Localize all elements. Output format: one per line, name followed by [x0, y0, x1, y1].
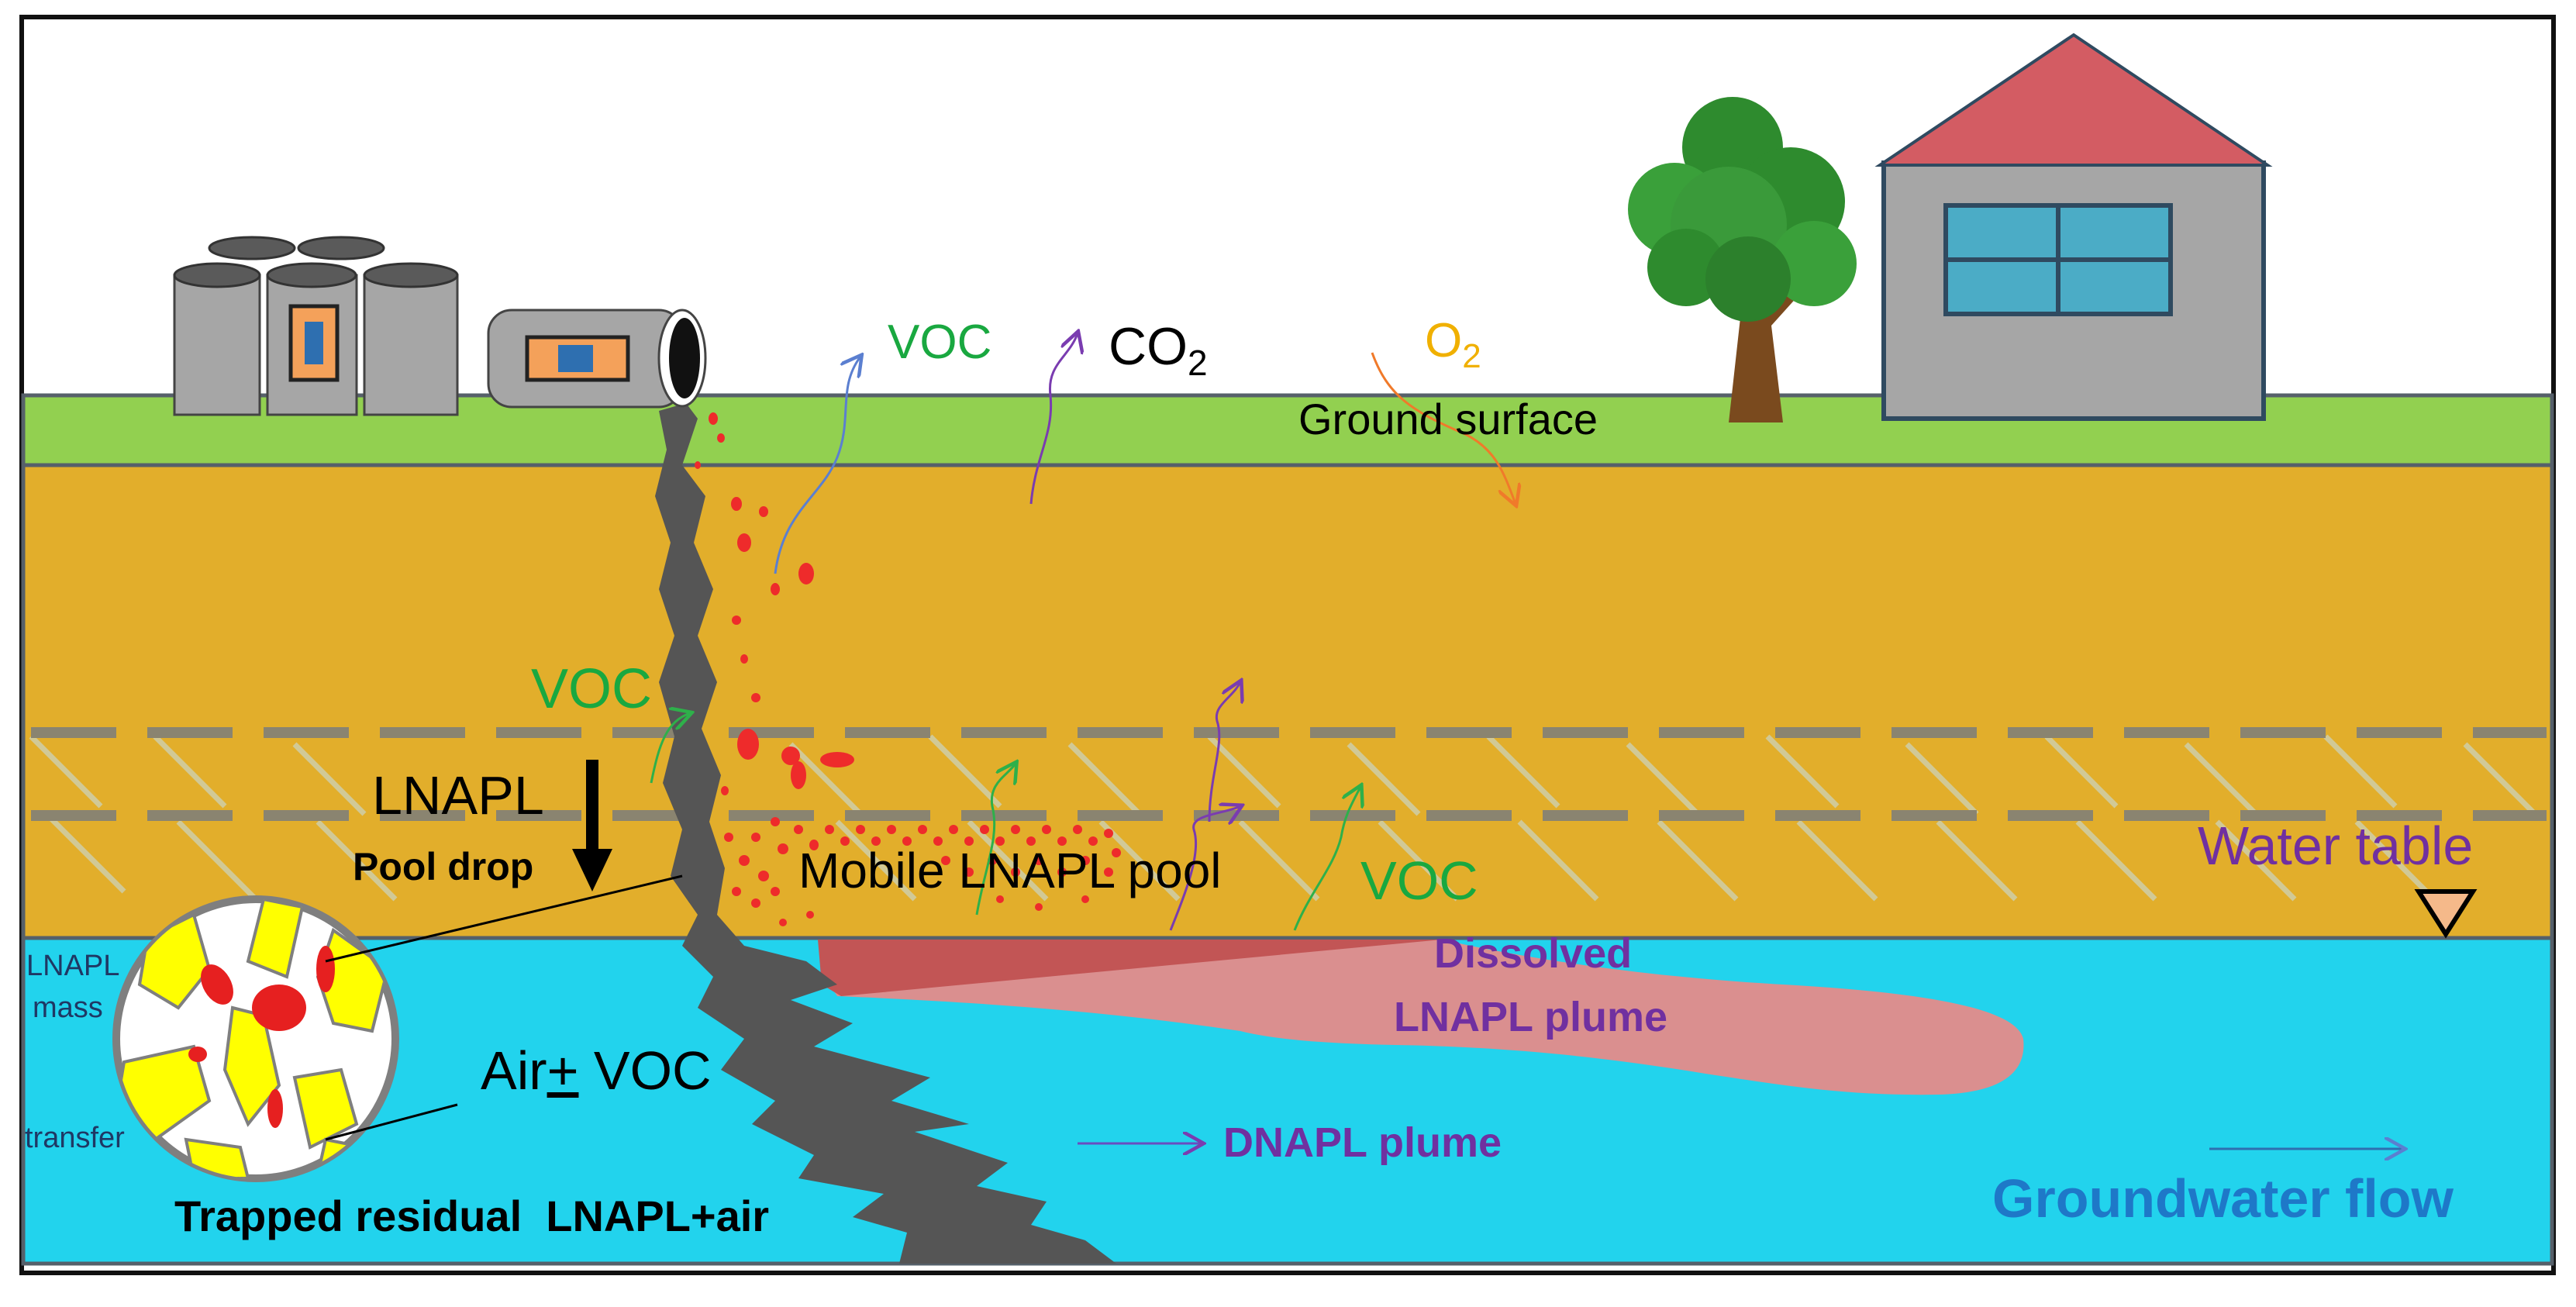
co2-label-sub: 2 — [1188, 343, 1208, 383]
water-table-symbol — [2414, 889, 2478, 939]
voc-label-mid: VOC — [531, 658, 652, 720]
lnapl-droplets — [695, 412, 1121, 926]
voc-arrow-top — [774, 357, 860, 574]
dissolved-label-line2: LNAPL plume — [1394, 994, 1667, 1040]
o2-label: O2 — [1425, 314, 1481, 375]
co2-label: CO2 — [1109, 317, 1208, 383]
trapped-residual-label: Trapped residual LNAPL+air — [174, 1191, 769, 1240]
groundwater-flow-label: Groundwater flow — [1992, 1168, 2454, 1229]
tipped-barrel — [487, 309, 707, 409]
o2-label-sub: 2 — [1462, 337, 1481, 375]
water-table-label: Water table — [2198, 816, 2473, 876]
inset-leader-bottom — [325, 1103, 458, 1141]
voc-arrow-pool-1 — [975, 764, 1016, 916]
house — [1874, 33, 2273, 421]
dnapl-plume-label: DNAPL plume — [1223, 1119, 1502, 1166]
ground-surface-label: Ground surface — [1298, 395, 1598, 443]
o2-arrow — [1371, 352, 1516, 504]
co2-arrow — [1029, 333, 1078, 505]
lnapl-mass-label-line1: LNAPL — [26, 950, 119, 982]
voc-arrow-pool-3 — [1208, 682, 1240, 822]
lnapl-release-column — [655, 403, 1116, 1264]
voc-label-right: VOC — [1360, 850, 1478, 911]
air-voc-plusminus: + — [547, 1040, 579, 1101]
dissolved-lnapl-plume — [822, 940, 2024, 1095]
dissolved-label-line1: Dissolved — [1434, 930, 1632, 977]
inset-leader-top — [325, 874, 683, 963]
voc-label-top: VOC — [888, 316, 991, 369]
capillary-fringe-hatch — [29, 734, 2537, 902]
transfer-label: transfer — [25, 1122, 125, 1154]
air-voc-label: Air+ VOC — [481, 1040, 712, 1101]
lnapl-label: LNAPL — [372, 765, 544, 826]
mobile-lnapl-wedge — [818, 940, 1442, 996]
barrel-stack — [173, 236, 459, 416]
o2-label-main: O — [1425, 314, 1462, 367]
pool-drop-label: Pool drop — [353, 845, 533, 888]
air-voc-pre: Air — [481, 1040, 547, 1101]
tree — [1628, 97, 1857, 422]
soil-layer — [21, 463, 2554, 940]
mobile-pool-label: Mobile LNAPL pool — [798, 843, 1222, 898]
voc-arrow-pool-2 — [1169, 806, 1240, 931]
lnapl-mass-label-line2: mass — [33, 991, 103, 1024]
pore-scale-inset — [112, 895, 399, 1182]
pool-drop-arrow — [572, 760, 612, 891]
voc-arrow-mid — [650, 713, 690, 784]
co2-label-main: CO — [1109, 317, 1188, 376]
voc-arrow-pool-4 — [1293, 787, 1360, 931]
air-voc-post: VOC — [578, 1040, 711, 1101]
